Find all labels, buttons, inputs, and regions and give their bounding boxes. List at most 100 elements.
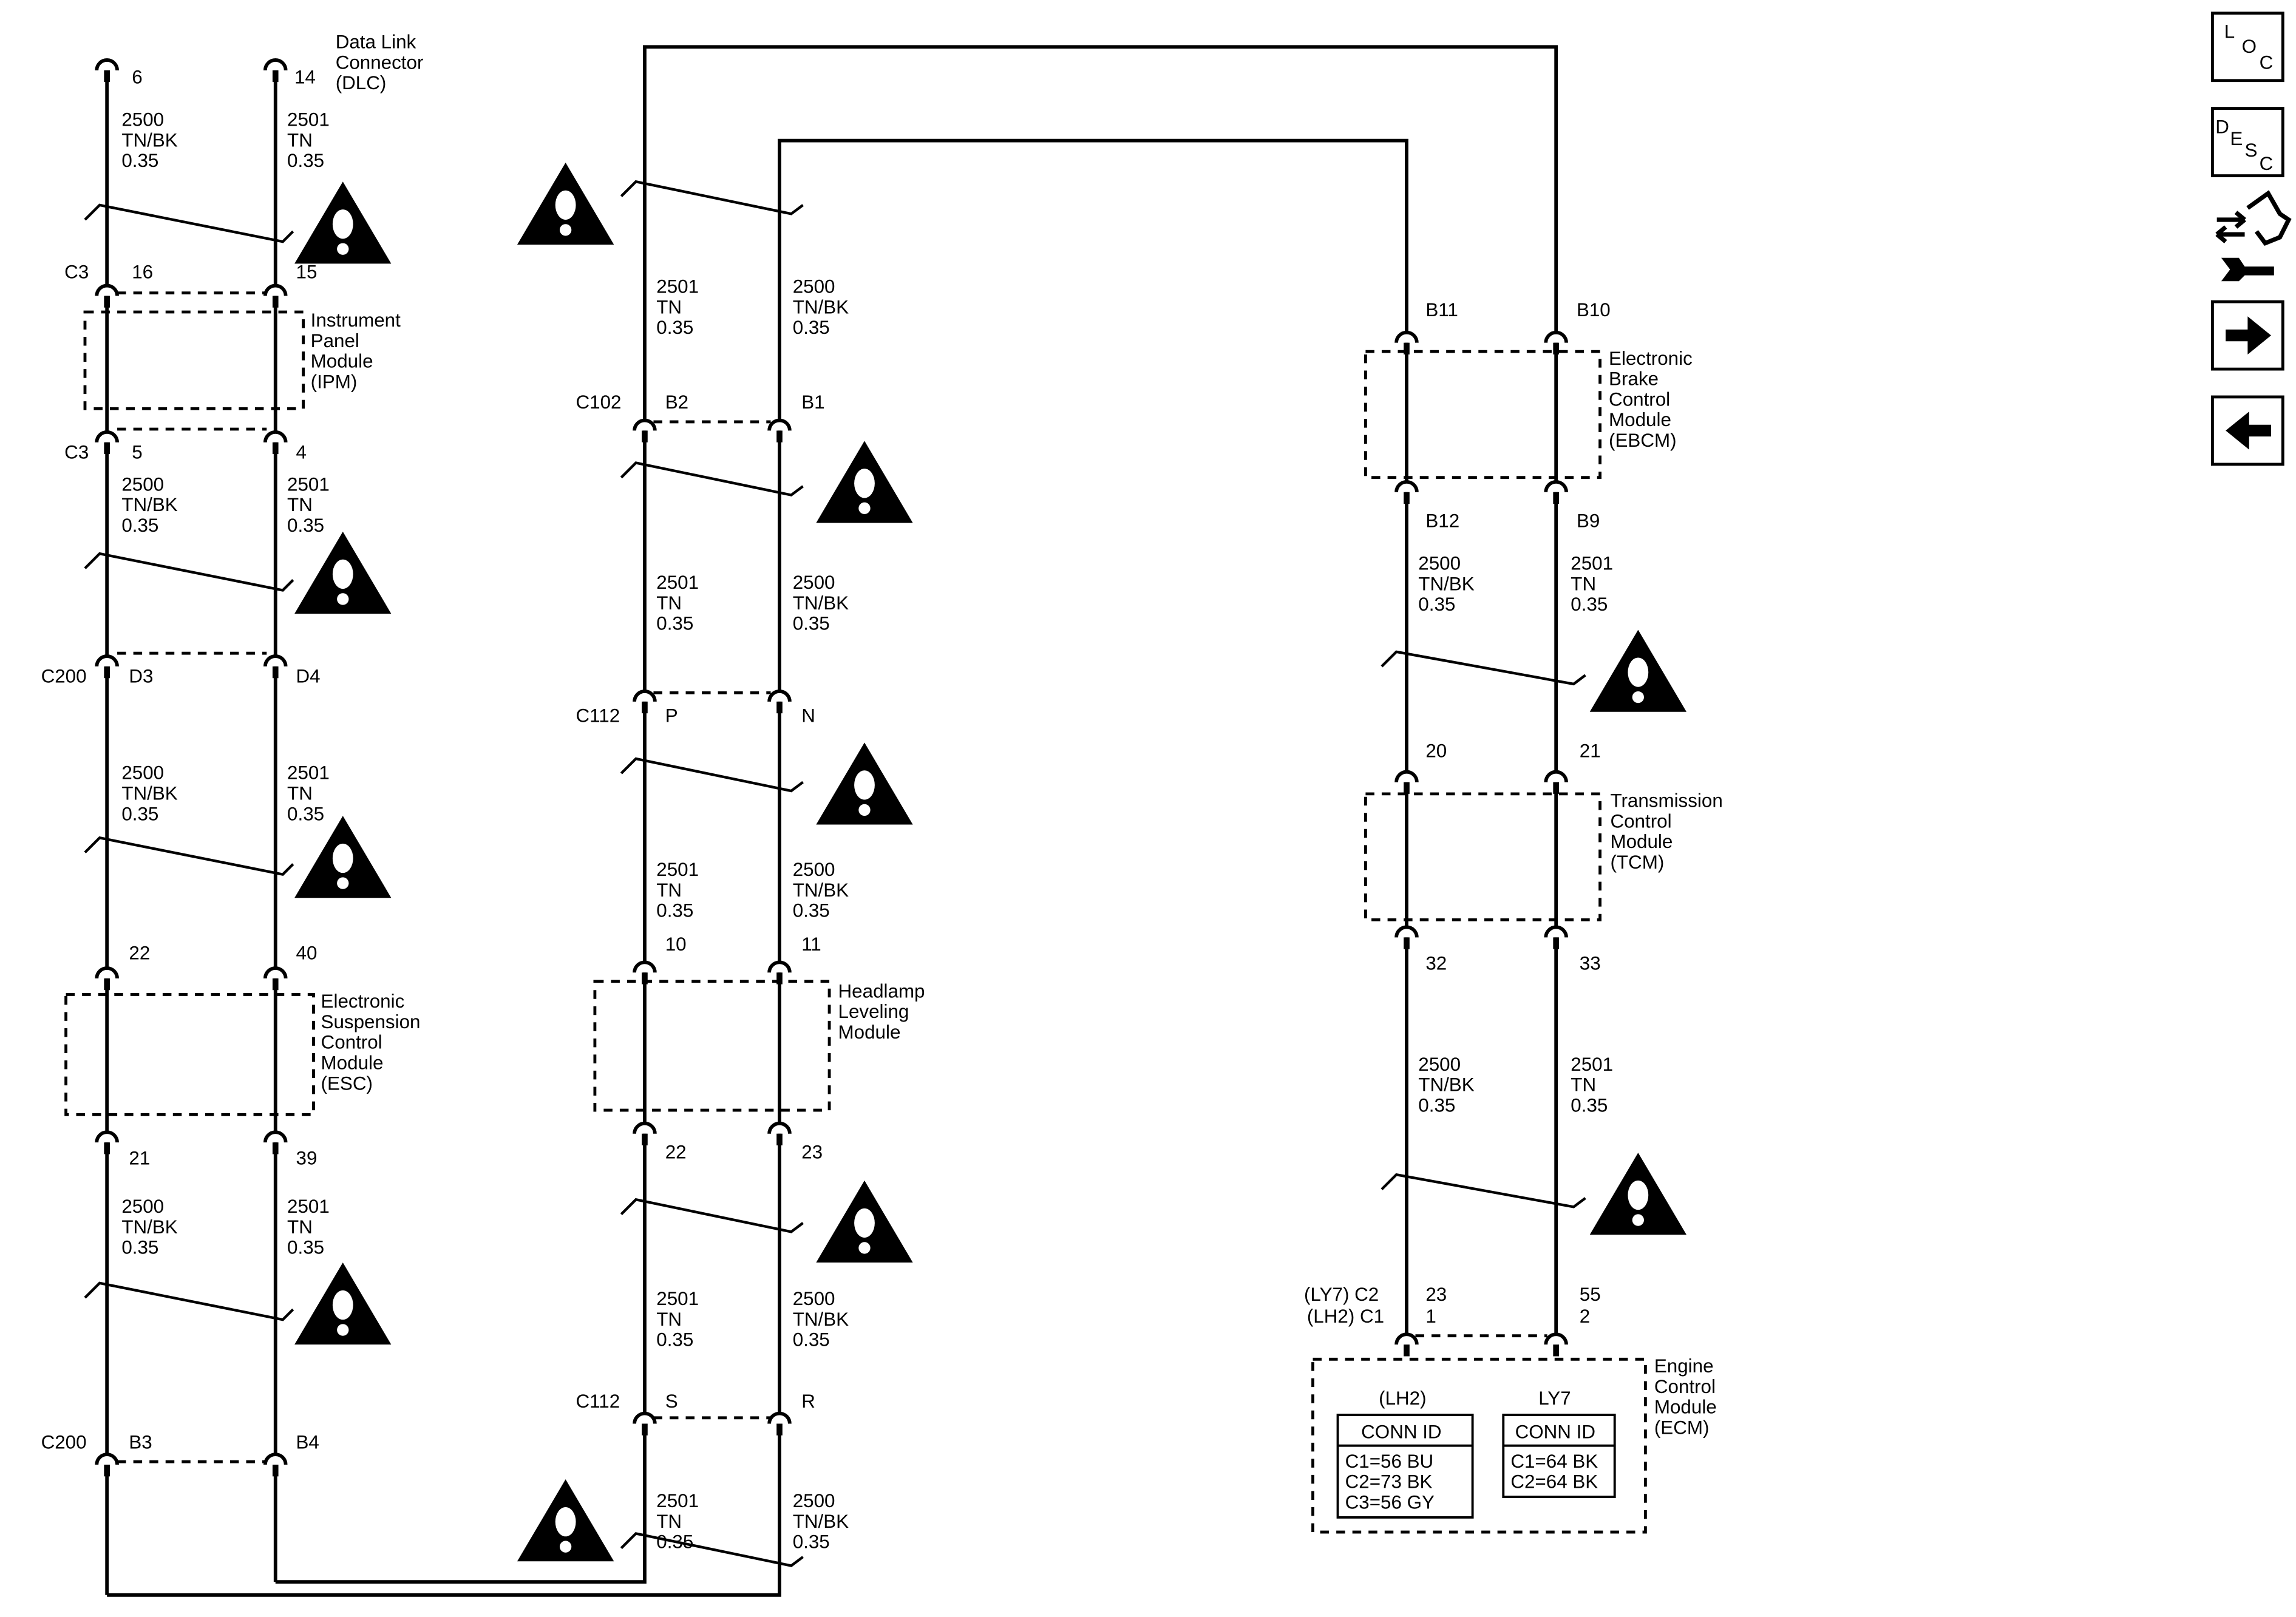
wire-spec-text: 2500 [1418, 553, 1461, 574]
wire-spec-text: 2500 [1418, 1054, 1461, 1075]
esc-name: Suspension [321, 1011, 421, 1032]
next-page-button[interactable] [2211, 300, 2284, 371]
ebcm-name: Module [1609, 409, 1671, 430]
terminal-arc [767, 1411, 792, 1424]
dlc-pin-label: 14 [294, 67, 316, 88]
terminal-arc [1394, 1332, 1419, 1345]
caution-icon[interactable] [816, 742, 913, 825]
terminal-arc [263, 1453, 288, 1465]
wire-spec-text: 0.35 [121, 803, 158, 824]
desc-letter: S [2245, 140, 2258, 161]
pin-label: 23 [1425, 1284, 1447, 1305]
wire-spec-text: 2501 [287, 109, 330, 131]
terminal-arc [1394, 330, 1419, 343]
caution-icon[interactable] [1589, 629, 1686, 712]
wire-spec-text: TN/BK [1418, 1074, 1474, 1096]
hlm-name: Module [838, 1022, 901, 1043]
ecm-name: (ECM) [1654, 1417, 1710, 1438]
pin-label: 2 [1580, 1306, 1590, 1327]
wire-spec-text: 0.35 [121, 515, 158, 536]
dlc-name: Data Link [336, 32, 416, 53]
caution-icon[interactable] [294, 816, 392, 898]
wire-spec-text: 0.35 [287, 1237, 324, 1258]
wire-spec-text: 2501 [656, 572, 699, 593]
wire-spec-text: 0.35 [656, 613, 693, 634]
caution-icon[interactable] [816, 1180, 913, 1263]
caution-icon[interactable] [816, 441, 913, 523]
terminal-arc [95, 430, 119, 442]
wire-spec-text: 2501 [656, 1288, 699, 1309]
esc-name: Electronic [321, 991, 405, 1012]
wire-spec-text: TN [287, 494, 313, 515]
connector-shells [117, 291, 1547, 1463]
ipm-box [83, 310, 305, 410]
hlm-name: Headlamp [838, 980, 925, 1002]
tcm-name: Control [1610, 810, 1671, 832]
pin-label: B9 [1577, 510, 1600, 532]
loc-letter: C [2260, 52, 2274, 73]
ipm-name: Panel [311, 330, 359, 351]
loc-letter: L [2224, 21, 2235, 42]
terminal-arc [263, 966, 288, 979]
pin-label: S [665, 1391, 678, 1412]
ecm-name: Control [1654, 1376, 1716, 1397]
description-button[interactable]: D E S C [2211, 107, 2284, 177]
caution-symbols [294, 162, 1686, 1562]
connector-id: C200 [41, 665, 87, 686]
wire-spec-text: TN/BK [793, 1309, 849, 1330]
wire-spec-text: TN [656, 880, 682, 901]
wire-spec-text: TN/BK [121, 783, 177, 804]
desc-letter: E [2230, 128, 2243, 149]
caution-icon[interactable] [294, 531, 392, 614]
pin-label: 15 [296, 261, 318, 282]
nav-toolbar: L O C D E S C [2211, 12, 2292, 466]
terminal-arc [95, 58, 119, 71]
wire-spec-text: 0.35 [287, 803, 324, 824]
wire-spec-text: 0.35 [287, 515, 324, 536]
terminal-arc [767, 960, 792, 973]
connector-id: C112 [576, 1391, 620, 1412]
caution-icon[interactable] [294, 1263, 392, 1345]
terminal-arc [633, 1121, 657, 1134]
caution-icon[interactable] [294, 181, 392, 264]
wire-spec-text: TN/BK [793, 1511, 849, 1532]
wire-spec-text: TN [656, 1511, 682, 1532]
diagnostic-tool-icon[interactable] [2215, 190, 2292, 282]
wire-spec-text: 0.35 [287, 150, 324, 171]
caution-icon[interactable] [517, 162, 614, 245]
terminal-arc [263, 430, 288, 442]
wire-spec-text: 2501 [656, 1490, 699, 1511]
terminal-arc [1544, 480, 1568, 493]
desc-letter: C [2260, 153, 2274, 174]
pin-label: 4 [296, 441, 307, 463]
previous-page-button[interactable] [2211, 395, 2284, 466]
wire-spec-text: 2501 [656, 859, 699, 880]
wire-spec-text: 0.35 [656, 900, 693, 921]
terminal-arc [1544, 770, 1568, 782]
hlm-name: Leveling [838, 1001, 909, 1022]
wire-spec-text: 2500 [793, 572, 835, 593]
dlc-name: (DLC) [336, 72, 387, 93]
pin-label: 16 [132, 261, 153, 282]
ecm-variant-label: LY7 [1538, 1388, 1571, 1409]
terminal-arc [1394, 770, 1419, 782]
arrow-right-icon [2226, 316, 2271, 354]
location-button[interactable]: L O C [2211, 12, 2284, 83]
pin-label: B1 [801, 392, 824, 413]
wire-break-marks [84, 180, 1586, 1567]
terminal-arc [95, 966, 119, 979]
caution-icon[interactable] [1589, 1153, 1686, 1235]
wire-spec-text: TN [1571, 1074, 1596, 1096]
wire-spec-text: TN [656, 296, 682, 317]
terminal-arc [767, 690, 792, 702]
desc-letter: D [2215, 117, 2229, 138]
conn-id-entry: C1=64 BK [1510, 1451, 1598, 1472]
ebcm-name: (EBCM) [1609, 430, 1677, 451]
caution-icon[interactable] [517, 1479, 614, 1562]
connector-id: (LH2) C1 [1307, 1306, 1384, 1327]
tcm-box [1364, 792, 1601, 921]
wire-spec-text: TN/BK [793, 296, 849, 317]
pin-label: D3 [129, 665, 153, 686]
pin-label: 39 [296, 1147, 318, 1168]
wire-spec-text: TN/BK [121, 1216, 177, 1238]
